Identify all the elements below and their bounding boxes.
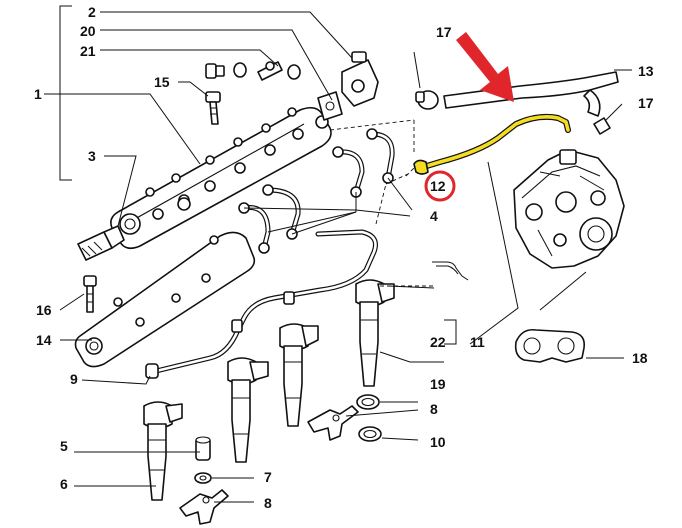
label-2: 2 bbox=[88, 4, 96, 20]
rubber-damper bbox=[514, 328, 586, 363]
injector-1 bbox=[143, 401, 183, 501]
return-hose bbox=[443, 71, 619, 117]
injector-4 bbox=[355, 279, 395, 387]
bolt-16 bbox=[83, 275, 97, 313]
injector-pipes bbox=[238, 128, 395, 254]
fuel-rail bbox=[110, 106, 332, 250]
injector-2 bbox=[227, 357, 269, 463]
label-10: 10 bbox=[430, 434, 446, 450]
sleeve bbox=[195, 436, 211, 461]
mounting-bracket bbox=[74, 231, 256, 368]
bracket-1 bbox=[59, 5, 72, 181]
highlight-circle-12 bbox=[424, 170, 456, 202]
label-18: 18 bbox=[632, 350, 648, 366]
label-19: 19 bbox=[430, 376, 446, 392]
label-17-right: 17 bbox=[638, 95, 654, 111]
seal-10 bbox=[358, 426, 382, 442]
label-22: 22 bbox=[430, 334, 446, 350]
bolt-15 bbox=[205, 91, 221, 125]
hose-clamp-left bbox=[415, 90, 439, 110]
label-15: 15 bbox=[154, 74, 170, 90]
clamp-upper bbox=[307, 405, 359, 441]
label-11: 11 bbox=[470, 334, 485, 350]
label-14: 14 bbox=[36, 332, 52, 348]
clamp-lower bbox=[179, 489, 229, 525]
leader-lines bbox=[44, 11, 632, 503]
label-4: 4 bbox=[430, 208, 438, 224]
injectors bbox=[143, 279, 395, 501]
label-16: 16 bbox=[36, 302, 52, 318]
label-8-lower: 8 bbox=[264, 495, 272, 511]
spring-clip bbox=[432, 261, 469, 281]
pressure-regulator bbox=[341, 51, 379, 107]
seal-19 bbox=[356, 394, 380, 410]
hose-clamp-right bbox=[593, 117, 611, 135]
highlighted-fuel-pipe-12 bbox=[413, 113, 571, 175]
label-13: 13 bbox=[638, 63, 654, 79]
label-9: 9 bbox=[70, 371, 78, 387]
label-7: 7 bbox=[264, 469, 272, 485]
injector-3 bbox=[279, 323, 319, 427]
label-12: 12 bbox=[430, 178, 446, 194]
bracket-22-11 bbox=[444, 319, 457, 345]
assembly-dashed-lines bbox=[329, 119, 434, 287]
leak-off-pipe bbox=[145, 229, 378, 379]
part-number-labels: 2 20 21 15 1 3 17 13 17 12 4 16 14 22 11… bbox=[34, 4, 654, 511]
label-1: 1 bbox=[34, 86, 42, 102]
label-3: 3 bbox=[88, 148, 96, 164]
label-20: 20 bbox=[80, 23, 96, 39]
label-6: 6 bbox=[60, 476, 68, 492]
label-21: 21 bbox=[80, 43, 96, 59]
label-8-upper: 8 bbox=[430, 401, 438, 417]
seal-plate bbox=[317, 91, 343, 121]
high-pressure-pump bbox=[513, 149, 625, 269]
label-17-top: 17 bbox=[436, 24, 452, 40]
pressure-sensor bbox=[77, 225, 125, 261]
red-indicator-arrow bbox=[456, 32, 514, 102]
washer-7 bbox=[194, 472, 212, 484]
fitting-set bbox=[205, 61, 301, 81]
label-5: 5 bbox=[60, 438, 68, 454]
